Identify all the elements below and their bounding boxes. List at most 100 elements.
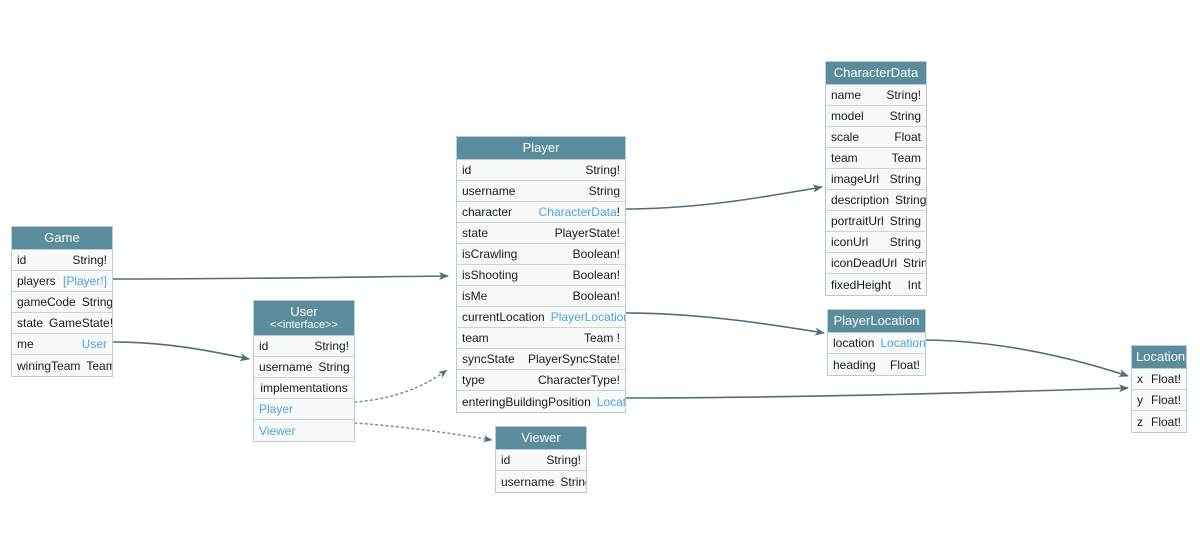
field-name: id — [17, 253, 27, 267]
field-type: GameState! — [49, 316, 112, 330]
field-name: x — [1137, 372, 1143, 386]
field-row[interactable]: team Team — [826, 148, 926, 169]
field-name: description — [831, 193, 890, 207]
field-row[interactable]: syncState PlayerSyncState! — [457, 349, 625, 370]
implementation-row-viewer[interactable]: Viewer — [254, 420, 354, 441]
field-name: me — [17, 337, 34, 351]
entity-viewer-title: Viewer — [496, 427, 586, 450]
field-name: y — [1137, 393, 1143, 407]
field-type: Float! — [1150, 393, 1181, 407]
field-row[interactable]: id String! — [12, 250, 112, 271]
field-type: Team — [86, 358, 112, 373]
field-name: model — [831, 109, 864, 123]
entity-characterdata-title: CharacterData — [826, 62, 926, 85]
field-row[interactable]: gameCode String! — [12, 292, 112, 313]
field-row[interactable]: state PlayerState! — [457, 223, 625, 244]
field-row[interactable]: scale Float — [826, 127, 926, 148]
field-name: team — [462, 331, 489, 345]
field-row[interactable]: id String! — [254, 336, 354, 357]
entity-player[interactable]: Player id String! username String charac… — [456, 136, 626, 413]
field-row[interactable]: isMe Boolean! — [457, 286, 625, 307]
field-row[interactable]: isShooting Boolean! — [457, 265, 625, 286]
entity-location[interactable]: Location x Float! y Float! z Float! — [1131, 345, 1187, 433]
field-row[interactable]: state GameState! — [12, 313, 112, 334]
field-row[interactable]: id String! — [496, 450, 586, 471]
entity-playerlocation-title: PlayerLocation — [828, 310, 925, 333]
field-name: heading — [833, 357, 876, 372]
field-row[interactable]: type CharacterType! — [457, 370, 625, 391]
field-name: winingTeam — [17, 358, 81, 373]
field-row[interactable]: id String! — [457, 160, 625, 181]
field-name: username — [501, 474, 555, 489]
field-row[interactable]: players [Player!] — [12, 271, 112, 292]
field-row[interactable]: description String — [826, 190, 926, 211]
entity-user[interactable]: User <<interface>> id String! username S… — [253, 300, 355, 442]
field-row[interactable]: heading Float! — [828, 354, 925, 375]
field-row[interactable]: model String — [826, 106, 926, 127]
field-row[interactable]: isCrawling Boolean! — [457, 244, 625, 265]
implementation-row-player[interactable]: Player — [254, 399, 354, 420]
entity-user-stereotype: <<interface>> — [270, 319, 338, 331]
field-row[interactable]: name String! — [826, 85, 926, 106]
entity-viewer[interactable]: Viewer id String! username String — [495, 426, 587, 493]
entity-characterdata[interactable]: CharacterData name String! model String … — [825, 61, 927, 296]
field-row[interactable]: username String — [496, 471, 586, 492]
edge-user-player-implementation — [354, 369, 448, 403]
field-row[interactable]: x Float! — [1132, 369, 1186, 390]
field-row[interactable]: username String — [457, 181, 625, 202]
field-row[interactable]: username String — [254, 357, 354, 378]
field-name: id — [501, 453, 511, 467]
field-name: username — [462, 184, 516, 198]
entity-player-title: Player — [457, 137, 625, 160]
field-row[interactable]: character CharacterData! — [457, 202, 625, 223]
field-name: isCrawling — [462, 247, 518, 261]
field-type: String! — [585, 163, 620, 177]
entity-game-title: Game — [12, 227, 112, 250]
implementation-name[interactable]: Player — [259, 402, 294, 416]
field-row[interactable]: fixedHeight Int — [826, 274, 926, 295]
field-row[interactable]: winingTeam Team — [12, 355, 112, 376]
field-name: players — [17, 274, 56, 288]
field-name: state — [462, 226, 489, 240]
field-row[interactable]: iconDeadUrl String — [826, 253, 926, 274]
field-type[interactable]: Location! — [880, 336, 925, 350]
field-row[interactable]: location Location! — [828, 333, 925, 354]
entity-game[interactable]: Game id String! players [Player!] gameCo… — [11, 226, 113, 377]
field-name: isMe — [462, 289, 488, 303]
implementations-label-row: implementations — [254, 378, 354, 399]
edge-game-players-to-player — [112, 272, 449, 281]
field-type: String — [889, 172, 921, 186]
field-name: isShooting — [462, 268, 519, 282]
field-type: String — [889, 109, 921, 123]
field-type: String — [560, 474, 586, 489]
non-null-marker: ! — [616, 205, 620, 219]
field-type: Boolean! — [572, 268, 620, 282]
field-type[interactable]: CharacterData! — [538, 205, 620, 219]
field-type: String — [889, 235, 921, 249]
entity-location-title: Location — [1132, 346, 1186, 369]
field-row[interactable]: iconUrl String — [826, 232, 926, 253]
field-row[interactable]: z Float! — [1132, 411, 1186, 432]
field-row[interactable]: team Team ! — [457, 328, 625, 349]
field-type: Team ! — [583, 331, 620, 345]
field-name: username — [259, 360, 313, 374]
implementation-name[interactable]: Viewer — [259, 423, 296, 438]
field-row[interactable]: enteringBuildingPosition Location — [457, 391, 625, 412]
field-name: id — [462, 163, 472, 177]
field-row[interactable]: currentLocation PlayerLocation! — [457, 307, 625, 328]
field-type[interactable]: User — [81, 337, 107, 351]
field-row[interactable]: imageUrl String — [826, 169, 926, 190]
field-name: portraitUrl — [831, 214, 884, 228]
field-type: Boolean! — [572, 289, 620, 303]
field-type[interactable]: Location — [596, 394, 625, 409]
field-type: String — [889, 214, 922, 228]
field-type: String! — [886, 88, 921, 102]
field-row[interactable]: y Float! — [1132, 390, 1186, 411]
field-type[interactable]: PlayerLocation! — [550, 310, 625, 324]
field-row[interactable]: me User — [12, 334, 112, 355]
field-type: CharacterType! — [537, 373, 620, 387]
entity-playerlocation[interactable]: PlayerLocation location Location! headin… — [827, 309, 926, 376]
field-type[interactable]: [Player!] — [62, 274, 107, 288]
field-row[interactable]: portraitUrl String — [826, 211, 926, 232]
